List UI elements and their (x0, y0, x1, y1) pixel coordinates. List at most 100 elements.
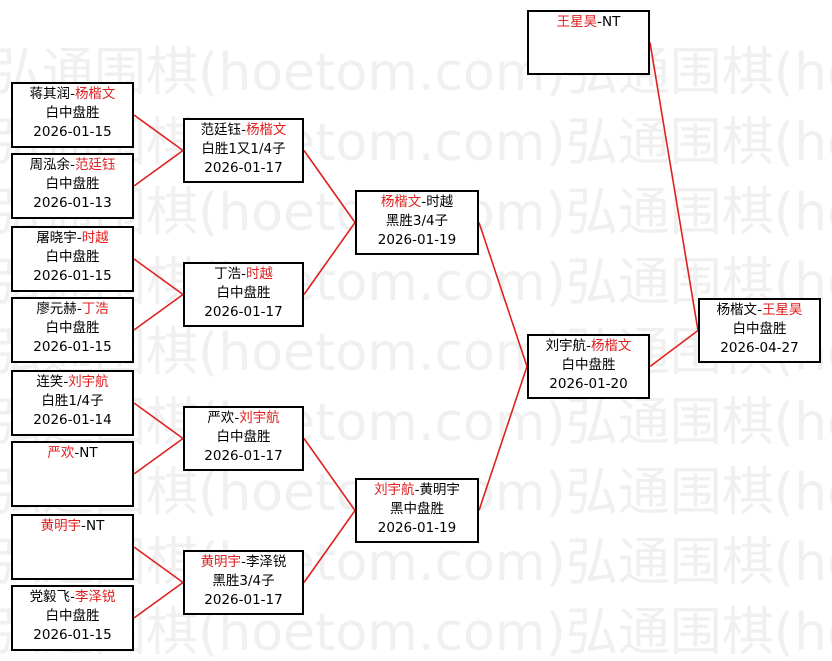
player-1-name: 王星昊 (556, 14, 598, 30)
match-box-r3m1[interactable]: 杨楷文-时越黑胜3/4子 2026-01-19 (355, 190, 479, 255)
match-result: 黑中盘胜 (390, 501, 444, 517)
match-result: 白胜1/4子 (41, 393, 104, 409)
player-1-name: 党毅飞 (29, 589, 71, 605)
separator-dash: - (241, 554, 246, 570)
player-2-name: 刘宇航 (239, 410, 280, 426)
match-players: 屠晓宇-时越 (13, 229, 132, 248)
connector-line (133, 149, 184, 187)
match-date: 2026-01-15 (33, 268, 112, 284)
connector-line (649, 42, 699, 331)
player-2-name: 时越 (245, 266, 273, 282)
match-result: 白胜1又1/4子 (201, 141, 286, 157)
player-1-name: 杨楷文 (716, 302, 758, 318)
connector-line (133, 293, 184, 331)
separator-dash: - (586, 338, 591, 354)
separator-dash: - (70, 86, 75, 102)
separator-dash: - (81, 518, 86, 534)
player-1-name: 刘宇航 (374, 482, 415, 498)
connector-line (133, 258, 184, 296)
player-1-name: 杨楷文 (380, 194, 422, 210)
player-2-name: 范廷钰 (74, 157, 116, 173)
match-result: 白中盘胜 (45, 320, 100, 336)
match-date: 2026-01-19 (377, 232, 457, 248)
match-box-r1m4[interactable]: 廖元赫-丁浩白中盘胜 2026-01-15 (11, 297, 134, 363)
match-players: 范廷钰-杨楷文 (185, 121, 302, 140)
player-2-name: 李泽锐 (74, 589, 116, 605)
player-1-name: 丁浩 (214, 266, 242, 282)
match-result: 白中盘胜 (45, 176, 100, 192)
connector-line (303, 150, 356, 223)
connector-line (133, 114, 184, 152)
connector-line (649, 329, 699, 368)
match-date: 2026-04-27 (720, 340, 799, 356)
connector-line (478, 366, 528, 511)
match-date: 2026-01-15 (33, 339, 112, 355)
match-result: 黑胜3/4子 (385, 213, 449, 229)
separator-dash: - (74, 445, 80, 461)
match-date: 2026-01-13 (33, 195, 112, 211)
match-players: 周泓余-范廷钰 (13, 156, 132, 175)
separator-dash: - (70, 589, 75, 605)
separator-dash: - (241, 266, 246, 282)
match-players: 杨楷文-王星昊 (700, 301, 819, 320)
match-result: 白中盘胜 (561, 357, 616, 373)
match-players: 刘宇航-黄明宇 (357, 481, 477, 500)
match-box-r1m7[interactable]: 黄明宇-NT (11, 514, 134, 580)
connector-line (133, 546, 184, 584)
match-players: 王星昊-NT (529, 13, 648, 32)
match-players: 杨楷文-时越 (357, 193, 477, 212)
separator-dash: - (421, 194, 427, 210)
player-2-name: 李泽锐 (245, 554, 287, 570)
match-box-r1m6[interactable]: 严欢-NT (11, 441, 134, 507)
match-box-r1m2[interactable]: 周泓余-范廷钰白中盘胜 2026-01-13 (11, 153, 134, 219)
match-result: 白中盘胜 (216, 429, 271, 445)
player-2-name: 时越 (81, 230, 109, 246)
connector-line (133, 581, 184, 619)
separator-dash: - (63, 374, 69, 390)
player-2-name: 黄明宇 (419, 482, 460, 498)
connector-line (303, 510, 356, 583)
match-result: 白中盘胜 (45, 105, 100, 121)
match-box-seed[interactable]: 王星昊-NT (527, 10, 650, 75)
player-2-name: NT (79, 445, 98, 461)
connector-line (303, 222, 356, 295)
match-players: 严欢-NT (13, 444, 132, 463)
player-1-name: 严欢 (47, 445, 75, 461)
player-1-name: 连笑 (36, 374, 64, 390)
player-1-name: 严欢 (207, 410, 235, 426)
player-1-name: 范廷钰 (200, 122, 242, 138)
player-1-name: 蒋其润 (29, 86, 71, 102)
match-players: 严欢-刘宇航 (185, 409, 302, 428)
player-2-name: 丁浩 (81, 301, 109, 317)
match-date: 2026-01-17 (204, 448, 283, 464)
separator-dash: - (597, 14, 602, 30)
player-2-name: NT (602, 14, 621, 30)
match-date: 2026-01-17 (204, 304, 283, 320)
player-1-name: 刘宇航 (545, 338, 587, 354)
separator-dash: - (70, 157, 75, 173)
match-result: 白中盘胜 (45, 608, 100, 624)
connector-line (303, 438, 356, 511)
connector-line (478, 222, 528, 367)
separator-dash: - (414, 482, 420, 498)
player-2-name: NT (86, 518, 105, 534)
player-1-name: 屠晓宇 (36, 230, 77, 246)
player-2-name: 杨楷文 (245, 122, 287, 138)
player-2-name: 杨楷文 (590, 338, 632, 354)
match-players: 丁浩-时越 (185, 265, 302, 284)
match-box-r2m3[interactable]: 严欢-刘宇航白中盘胜 2026-01-17 (183, 406, 304, 471)
match-result: 黑胜3/4子 (212, 573, 275, 589)
match-players: 廖元赫-丁浩 (13, 300, 132, 319)
player-1-name: 黄明宇 (200, 554, 242, 570)
